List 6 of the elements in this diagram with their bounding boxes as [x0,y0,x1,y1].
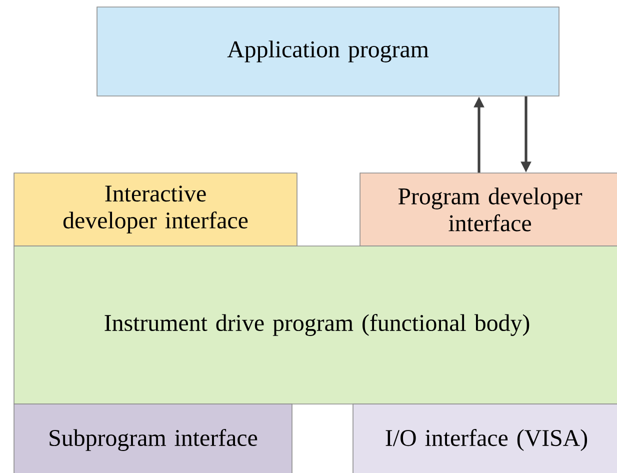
layer-box: Subprogram interface [14,404,292,473]
layer-box: Program developer interface [360,172,617,246]
layer-box: Application program [96,6,560,96]
layer-box: Instrument drive program (functional body) [14,246,617,404]
layer-box: Interactive developer interface [14,172,298,246]
layer-box: I/O interface (VISA) [352,404,617,473]
